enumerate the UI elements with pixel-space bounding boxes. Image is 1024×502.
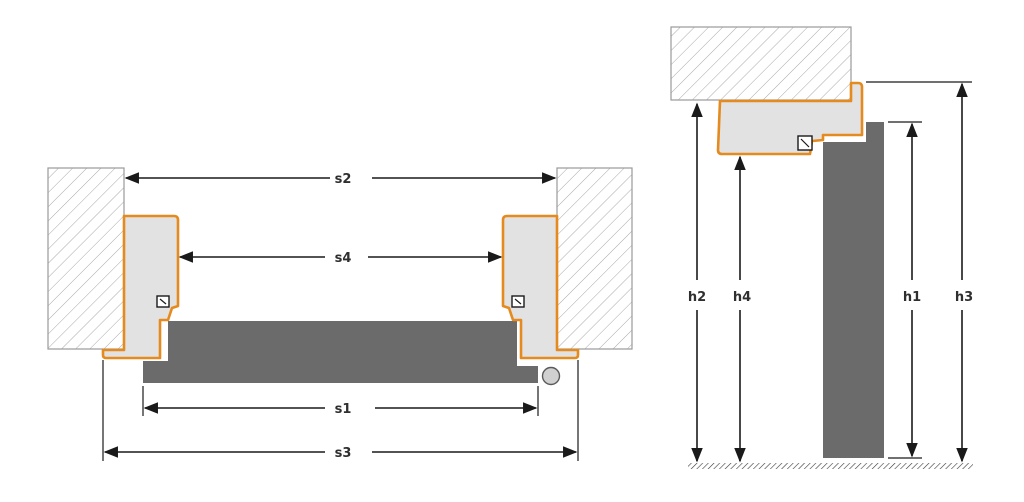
right-wall [556,167,633,350]
dimension-h4: h4 [733,155,751,463]
door-leaf-plan [143,321,538,383]
label-s2: s2 [335,172,352,187]
label-h4: h4 [733,290,751,305]
dimension-h3: h3 [955,82,973,463]
right-seal [511,295,525,308]
lintel-wall [670,26,852,101]
right-frame-profile [501,214,580,360]
dimension-s4: s4 [178,251,503,266]
label-h2: h2 [688,290,706,305]
left-wall [47,167,125,350]
dimension-h2: h2 [688,102,706,463]
left-frame-profile [101,214,180,360]
dimension-s3: s3 [102,360,579,461]
hinge-circle [541,366,561,386]
plan-view: s2 s4 s1 s3 [47,167,633,461]
head-seal [797,135,813,151]
label-s3: s3 [335,446,352,461]
section-view: h2 h4 h1 h3 [670,26,973,469]
dimension-s2: s2 [124,172,557,187]
floor [688,463,973,469]
dimension-s1: s1 [142,386,539,417]
left-seal [156,295,170,308]
label-h1: h1 [903,290,921,305]
head-frame-profile [716,81,864,156]
label-h3: h3 [955,290,973,305]
label-s4: s4 [335,251,352,266]
dimension-h1: h1 [903,122,921,458]
label-s1: s1 [335,402,352,417]
door-leaf-section [823,122,884,458]
